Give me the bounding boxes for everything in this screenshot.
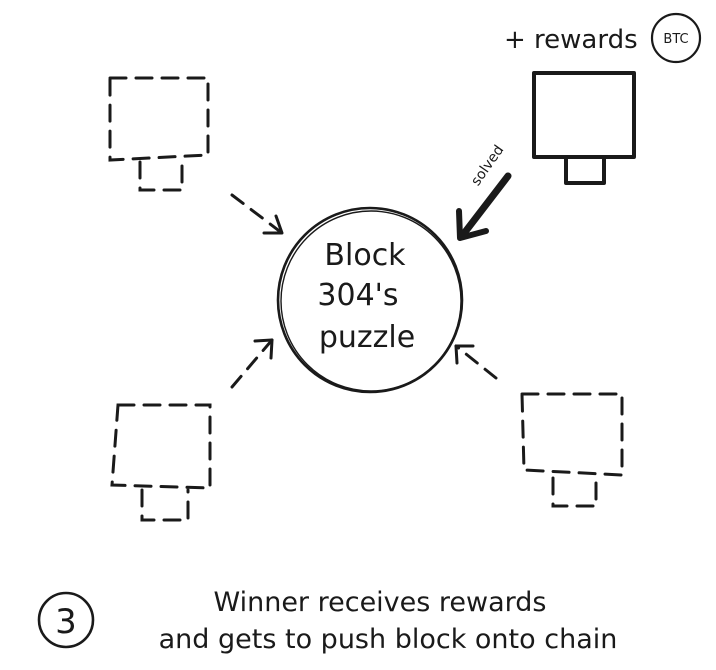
btc-coin: BTC	[650, 12, 702, 64]
arrow-top-left	[230, 193, 284, 235]
step-number: 3	[55, 602, 77, 642]
winner-computer	[532, 71, 636, 185]
miner-computer-bottom-left	[110, 403, 212, 522]
btc-coin-label: BTC	[663, 32, 688, 47]
puzzle-label-line1: Block	[324, 238, 406, 273]
step-badge: 3	[37, 591, 95, 649]
arrow-bottom-left	[230, 338, 274, 389]
arrow-bottom-right	[454, 344, 498, 380]
solved-arrow: solved	[456, 142, 512, 241]
puzzle-label-line2: 304's	[317, 278, 398, 313]
miner-computer-top-left	[108, 76, 210, 192]
puzzle-circle: Block 304's puzzle	[276, 206, 464, 394]
miner-computer-bottom-right	[520, 392, 624, 508]
puzzle-label-line3: puzzle	[319, 320, 415, 355]
caption-line2: and gets to push block onto chain	[159, 624, 618, 655]
rewards-label: + rewards	[504, 25, 638, 55]
caption-line1: Winner receives rewards	[213, 587, 546, 618]
